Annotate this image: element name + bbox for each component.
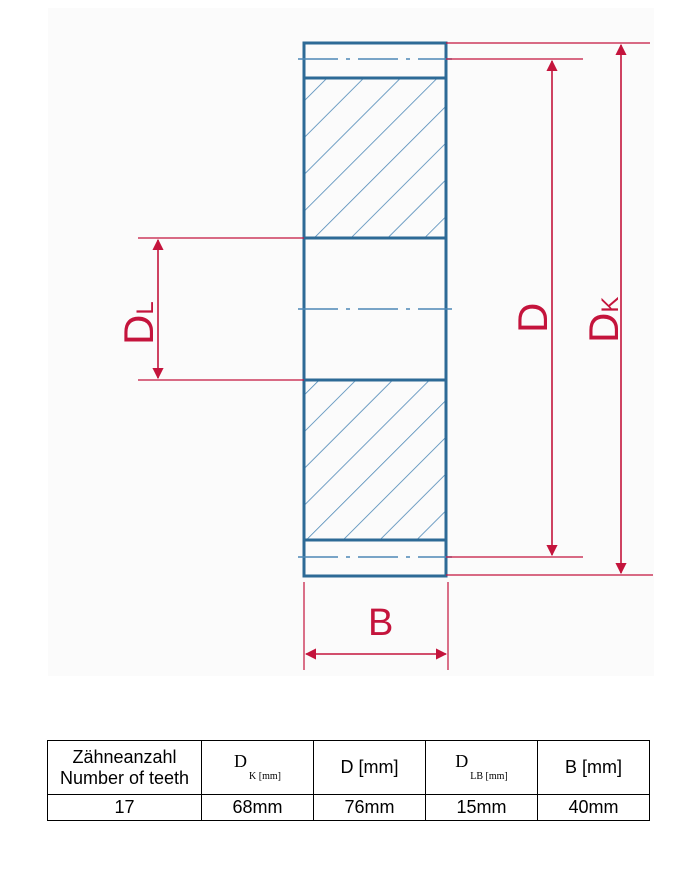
dk-value: 68mm — [201, 794, 314, 821]
teeth-value: 17 — [47, 794, 202, 821]
b-label: B — [368, 602, 394, 644]
table-row: 17 68mm 76mm 15mm 40mm — [47, 794, 650, 821]
spec-table: Zähneanzahl Number of teeth DK [mm] D [m… — [47, 740, 650, 821]
dl-label: DL — [115, 301, 162, 345]
gear-cross-section-drawing — [48, 8, 654, 676]
gear-section-svg — [138, 41, 653, 670]
teeth-header-en: Number of teeth — [59, 767, 190, 788]
dlb-header-sub: LB [mm] — [470, 771, 508, 782]
d-value: 76mm — [313, 794, 426, 821]
upper-hatched-region — [304, 78, 446, 238]
dlb-header-cell: DLB [mm] — [425, 740, 538, 795]
teeth-header-cell: Zähneanzahl Number of teeth — [47, 740, 202, 795]
teeth-header-de: Zähneanzahl — [72, 746, 177, 767]
b-value: 40mm — [537, 794, 650, 821]
dlb-value: 15mm — [425, 794, 538, 821]
dlb-header-main: D — [455, 751, 469, 771]
lower-hatched-region — [304, 380, 446, 540]
d-header-cell: D [mm] — [313, 740, 426, 795]
table-header-row: Zähneanzahl Number of teeth DK [mm] D [m… — [47, 740, 650, 795]
dk-label: DK — [580, 296, 627, 343]
b-header-cell: B [mm] — [537, 740, 650, 795]
dk-header-sub: K [mm] — [249, 771, 281, 782]
dk-header-main: D — [234, 751, 248, 771]
dk-header-cell: DK [mm] — [201, 740, 314, 795]
d-label: D — [509, 302, 556, 333]
